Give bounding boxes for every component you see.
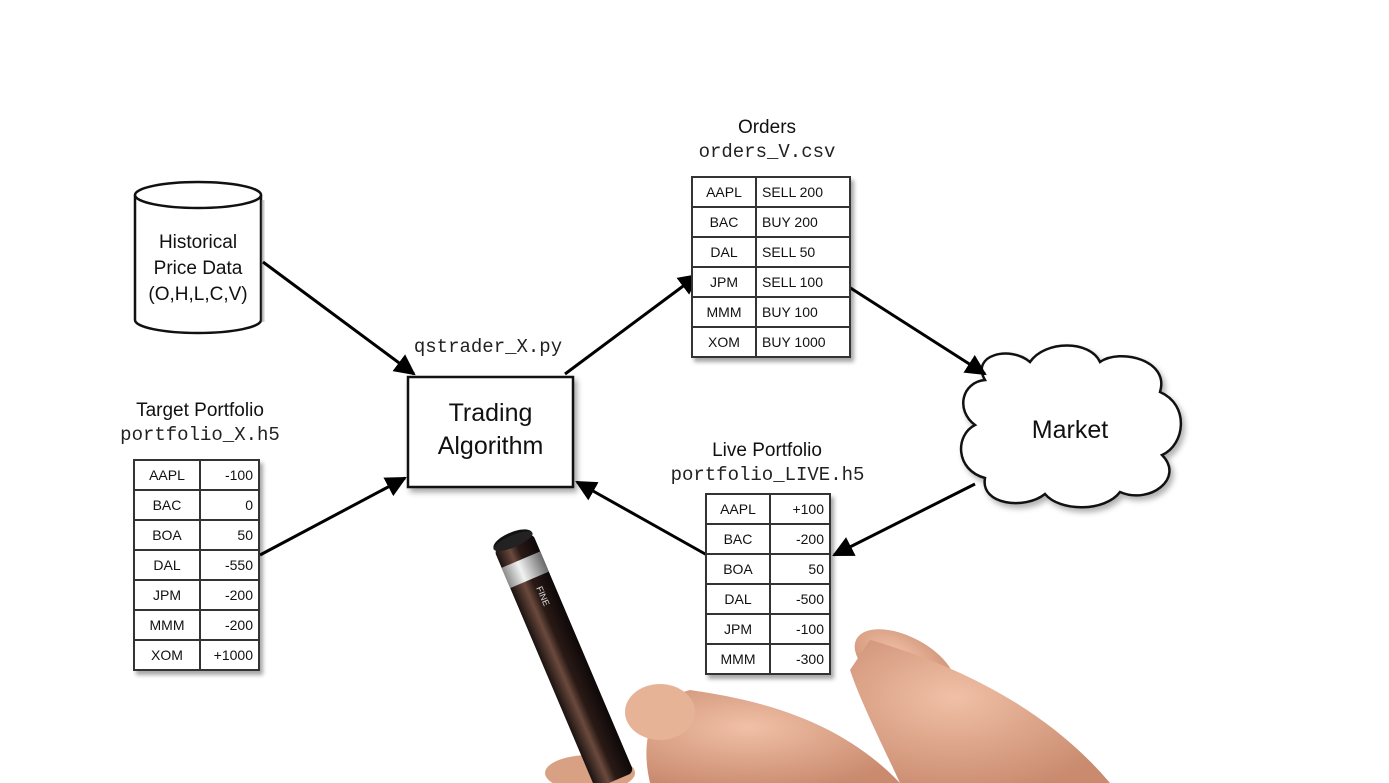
position-cell: -200 [199,579,260,611]
symbol-cell: XOM [133,639,201,671]
target-portfolio-title: Target Portfolio [136,400,264,421]
position-cell: -200 [769,523,831,555]
symbol-cell: AAPL [691,176,757,208]
symbol-cell: BAC [705,523,771,555]
target-table-row: MMM-200 [133,609,260,641]
arrow-algorithm-to-orders [564,273,700,376]
position-cell: -550 [199,549,260,581]
symbol-cell: XOM [691,326,757,358]
algorithm-filename: qstrader_X.py [413,336,563,358]
live-table-row: AAPL+100 [705,493,831,525]
symbol-cell: DAL [705,583,771,615]
historical-data-cylinder [133,180,265,335]
market-cloud [959,344,1183,509]
order-action-cell: SELL 50 [755,236,851,268]
arrow-orders-to-market [826,271,987,376]
symbol-cell: BOA [133,519,201,551]
live-table-row: DAL-500 [705,583,831,615]
historical-line-2: Price Data [153,258,243,279]
arrow-target-to-algorithm [259,476,407,557]
order-action-cell: BUY 1000 [755,326,851,358]
position-cell: 50 [199,519,260,551]
live-table-row: BAC-200 [705,523,831,555]
live-table-row: JPM-100 [705,613,831,645]
trading-algorithm-label: Trading Algorithm [408,397,573,463]
live-portfolio-filename: portfolio_LIVE.h5 [670,464,865,486]
symbol-cell: JPM [705,613,771,645]
symbol-cell: MMM [705,643,771,675]
symbol-cell: MMM [691,296,757,328]
position-cell: +100 [769,493,831,525]
historical-line-3: (O,H,L,C,V) [148,284,248,305]
position-cell: -100 [769,613,831,645]
orders-title: Orders [737,117,797,138]
market-label: Market [1031,416,1109,444]
symbol-cell: DAL [133,549,201,581]
live-portfolio-title: Live Portfolio [712,440,822,461]
arrow-live-to-algorithm [575,480,708,557]
historical-line-1: Historical [158,232,238,253]
target-table-row: JPM-200 [133,579,260,611]
position-cell: -300 [769,643,831,675]
algorithm-line-2: Algorithm [437,432,544,460]
position-cell: 50 [769,553,831,585]
position-cell: -200 [199,609,260,641]
arrow-market-to-live [832,482,976,557]
target-table-row: XOM+1000 [133,639,260,671]
order-action-cell: BUY 100 [755,296,851,328]
target-table-row: AAPL-100 [133,459,260,491]
position-cell: -500 [769,583,831,615]
arrow-historical-to-algorithm [262,260,416,376]
symbol-cell: BAC [691,206,757,238]
algorithm-line-1: Trading [448,399,533,427]
position-cell: +1000 [199,639,260,671]
symbol-cell: JPM [133,579,201,611]
pen: FINE [493,529,633,783]
position-cell: -100 [199,459,260,491]
symbol-cell: BOA [705,553,771,585]
target-table-row: DAL-550 [133,549,260,581]
symbol-cell: JPM [691,266,757,298]
order-action-cell: BUY 200 [755,206,851,238]
presenter-hand [545,629,1110,783]
order-action-cell: SELL 100 [755,266,851,298]
target-portfolio-filename: portfolio_X.h5 [120,424,280,446]
trading-algorithm-box [406,375,575,489]
orders-filename: orders_V.csv [698,141,836,163]
position-cell: 0 [199,489,260,521]
symbol-cell: MMM [133,609,201,641]
historical-data-label: Historical Price Data (O,H,L,C,V) [135,230,261,308]
symbol-cell: AAPL [705,493,771,525]
symbol-cell: DAL [691,236,757,268]
live-table-row: MMM-300 [705,643,831,675]
symbol-cell: AAPL [133,459,201,491]
symbol-cell: BAC [133,489,201,521]
order-action-cell: SELL 200 [755,176,851,208]
